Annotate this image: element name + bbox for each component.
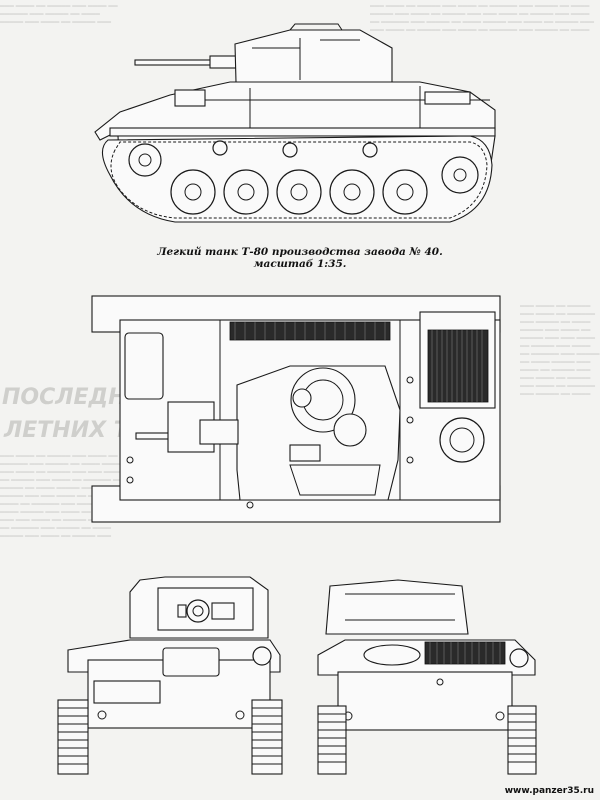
top-radiator-grille	[427, 329, 489, 403]
top-gun-mantlet	[199, 419, 239, 445]
rear-left-track	[317, 705, 347, 775]
side-turret-panels	[252, 38, 360, 80]
top-engine-hatch	[439, 417, 485, 463]
front-gun-mantlet	[186, 599, 210, 623]
rear-view	[317, 579, 537, 775]
top-bolts	[126, 376, 414, 509]
side-exhaust-box	[424, 91, 471, 105]
front-driver-visor	[162, 647, 220, 677]
side-return-roller-1	[212, 140, 228, 156]
top-view	[91, 295, 501, 523]
side-drive-sprocket	[128, 143, 162, 177]
side-stowage-box	[174, 89, 206, 107]
front-headlight	[252, 646, 272, 666]
top-turret-rear	[289, 464, 381, 496]
side-fender	[109, 127, 496, 137]
top-periscope	[292, 388, 312, 408]
side-return-roller-3	[362, 142, 378, 158]
side-return-roller-2	[282, 142, 298, 158]
bleed-through-text-right: ▁▁▁ ▁▁▁▁ ▁▁ ▁▁▁▁▁ ▁▁▁ ▁▁▁▁ ▁▁ ▁▁▁▁▁▁ ▁▁▁…	[520, 300, 600, 395]
side-turret	[234, 29, 393, 83]
top-turret	[236, 365, 401, 501]
side-road-wheels	[170, 169, 428, 215]
rear-track-links	[318, 713, 536, 763]
front-view	[57, 576, 283, 775]
bleed-through-text-top-right: ▁▁▁ ▁▁▁▁ ▁▁ ▁▁▁▁▁ ▁▁▁ ▁▁▁▁ ▁▁ ▁▁▁▁▁▁ ▁▁▁…	[370, 0, 595, 31]
rear-hull	[337, 671, 513, 731]
front-track-links	[58, 707, 282, 765]
rear-fuel-cap	[363, 644, 421, 666]
top-engine-louvre-lines	[234, 322, 386, 340]
front-plate	[93, 680, 161, 704]
bleed-through-text-top-left: ▁▁▁ ▁▁▁▁ ▁▁ ▁▁▁▁▁ ▁▁▁ ▁▁▁▁ ▁▁ ▁▁▁▁▁▁ ▁▁▁…	[0, 0, 118, 23]
side-track-links	[110, 141, 488, 219]
top-driver-hatch	[124, 332, 164, 400]
drawing-caption: Легкий танк Т-80 производства завода № 4…	[157, 246, 443, 270]
source-watermark: www.panzer35.ru	[504, 786, 594, 796]
side-view	[94, 23, 496, 223]
front-left-track	[57, 699, 89, 775]
top-engine-louvre	[229, 321, 391, 341]
side-idler-wheel	[441, 156, 479, 194]
top-cupola	[290, 367, 356, 433]
rear-tail-light	[509, 648, 529, 668]
rear-turret-lines	[345, 593, 455, 621]
top-turret-hatch	[333, 413, 367, 447]
top-vent	[289, 444, 321, 462]
rear-turret	[325, 579, 469, 635]
front-right-track	[251, 699, 283, 775]
bleed-through-text-left: ▁▁▁ ▁▁▁▁ ▁▁ ▁▁▁▁▁ ▁▁▁ ▁▁▁▁ ▁▁ ▁▁▁▁▁▁ ▁▁▁…	[0, 450, 127, 537]
rear-right-track	[507, 705, 537, 775]
side-cupola	[289, 23, 343, 31]
